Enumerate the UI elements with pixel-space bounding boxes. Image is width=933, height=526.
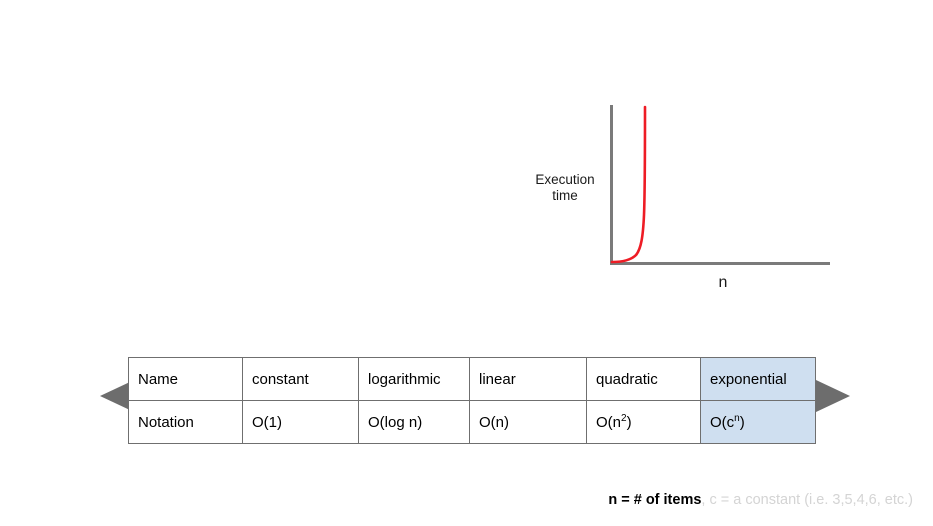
chart-svg bbox=[610, 105, 830, 265]
chart-x-axis-label: n bbox=[718, 274, 728, 291]
cell-notation-linear: O(n) bbox=[469, 400, 587, 444]
cell-name-quadratic: quadratic bbox=[586, 357, 701, 401]
notation-exponential-exponent: n bbox=[734, 412, 740, 424]
cell-notation-header: Notation bbox=[128, 400, 243, 444]
footnote: n = # of items, c = a constant (i.e. 3,5… bbox=[0, 492, 913, 508]
big-o-complexity-table: Name constant logarithmic linear quadrat… bbox=[128, 357, 816, 444]
chart-y-axis-label: Execution time bbox=[535, 172, 595, 203]
notation-quadratic-base: O(n bbox=[596, 413, 622, 431]
exponential-curve bbox=[610, 105, 647, 264]
footnote-strong: n = # of items bbox=[608, 492, 702, 508]
cell-name-constant: constant bbox=[242, 357, 359, 401]
arrow-head-right bbox=[816, 380, 850, 412]
cell-name-header: Name bbox=[128, 357, 243, 401]
footnote-faded: , c = a constant (i.e. 3,5,4,6, etc.) bbox=[701, 492, 913, 508]
table-row-name: Name constant logarithmic linear quadrat… bbox=[128, 357, 816, 401]
cell-notation-constant: O(1) bbox=[242, 400, 359, 444]
cell-name-linear: linear bbox=[469, 357, 587, 401]
cell-notation-exponential: O(cn) bbox=[700, 400, 816, 444]
cell-notation-logarithmic: O(log n) bbox=[358, 400, 470, 444]
notation-quadratic-exponent: 2 bbox=[621, 412, 627, 424]
notation-exponential-base: O(c bbox=[710, 413, 735, 431]
table-row-notation: Notation O(1) O(log n) O(n) O(n2) O(cn) bbox=[128, 400, 816, 444]
cell-name-logarithmic: logarithmic bbox=[358, 357, 470, 401]
execution-time-chart bbox=[520, 95, 860, 300]
cell-name-exponential: exponential bbox=[700, 357, 816, 401]
arrow-head-left bbox=[100, 380, 134, 412]
cell-notation-quadratic: O(n2) bbox=[586, 400, 701, 444]
